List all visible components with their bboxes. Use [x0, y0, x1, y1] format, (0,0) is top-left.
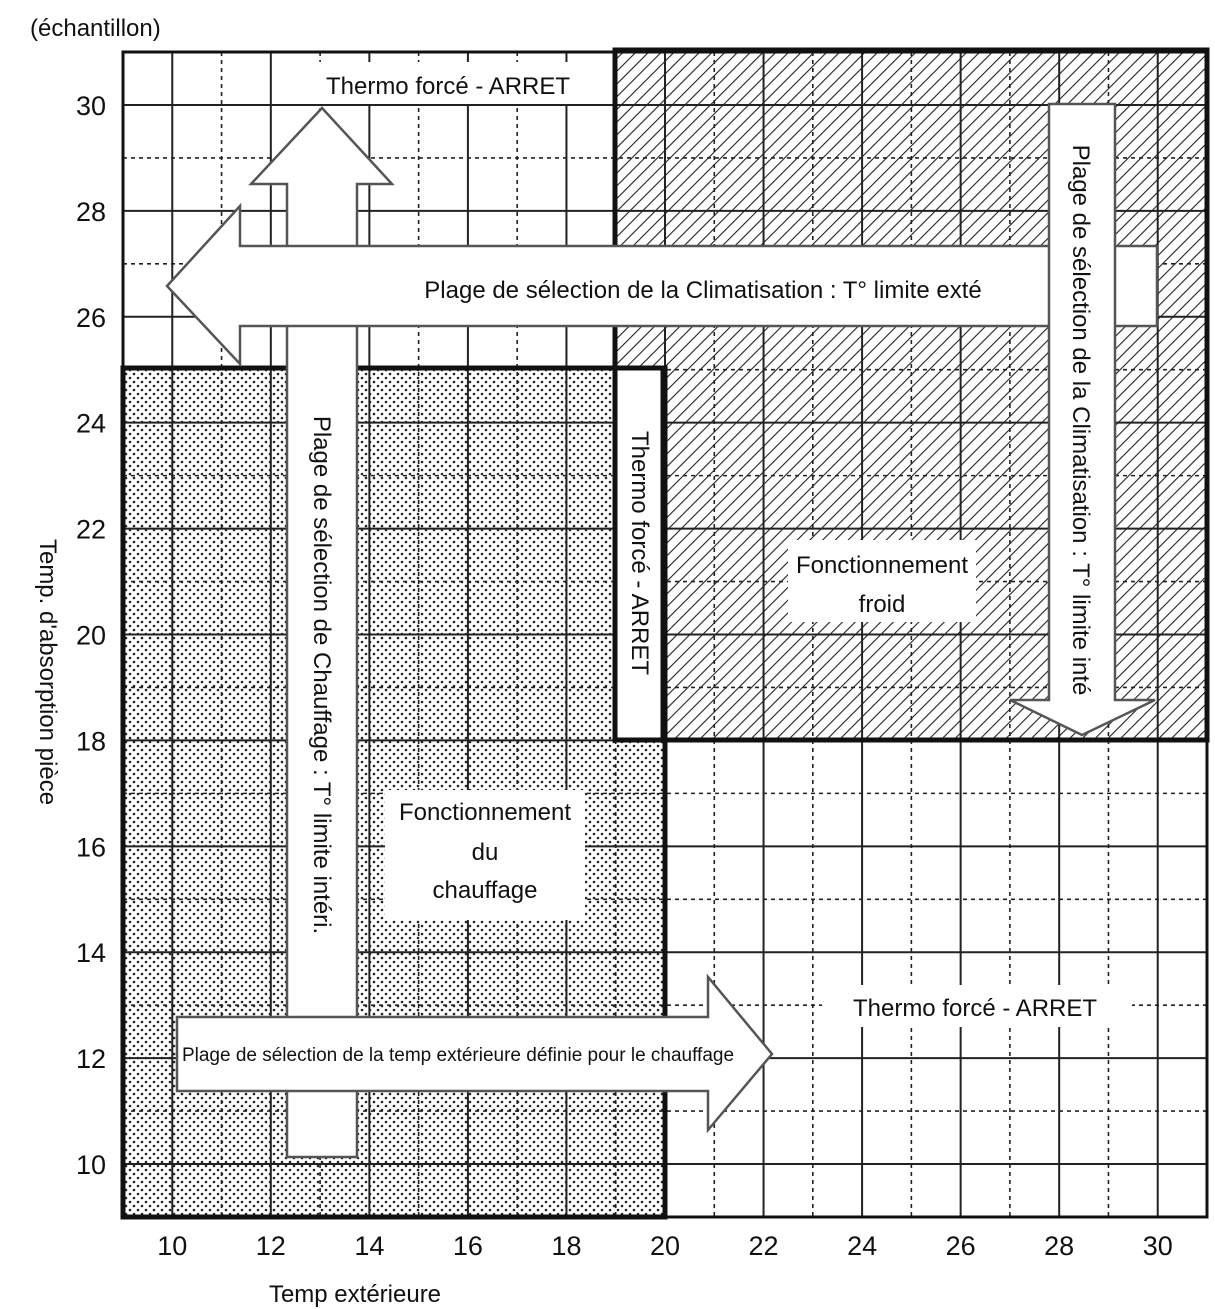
thermo-middle-label: Thermo forcé - ARRET — [626, 431, 653, 675]
heating-label-bg — [385, 790, 585, 920]
x-axis-title: Temp extérieure — [269, 1281, 441, 1308]
y-tick-label: 18 — [76, 726, 106, 756]
x-tick-label: 24 — [847, 1231, 877, 1261]
x-tick-label: 10 — [157, 1231, 187, 1261]
y-unit-label: (échantillon) — [30, 15, 161, 42]
y-tick-label: 10 — [76, 1150, 106, 1180]
x-tick-labels: 10 12 14 16 18 20 22 24 26 28 30 — [157, 1231, 1173, 1261]
y-tick-label: 26 — [76, 303, 106, 333]
x-tick-label: 16 — [453, 1231, 483, 1261]
x-tick-label: 14 — [354, 1231, 384, 1261]
cooling-label-bg — [788, 540, 976, 622]
cooling-label-line2: froid — [859, 591, 906, 618]
heating-zone-border — [120, 365, 668, 1220]
x-tick-label: 12 — [256, 1231, 286, 1261]
cooling-label-line1: Fonctionnement — [796, 552, 968, 579]
heating-label-line1: Fonctionnement — [399, 799, 571, 826]
y-axis-title: Temp. d'absorption pièce — [34, 539, 61, 805]
cooling-indoor-arrow-label: Plage de sélection de la Climatisation :… — [1067, 145, 1094, 696]
cooling-outdoor-arrow-label: Plage de sélection de la Climatisation :… — [424, 277, 981, 304]
heating-outdoor-arrow — [175, 973, 774, 1134]
heating-label-line2: du — [472, 839, 499, 866]
x-tick-label: 28 — [1044, 1231, 1074, 1261]
y-tick-label: 24 — [76, 409, 106, 439]
x-tick-label: 20 — [650, 1231, 680, 1261]
y-tick-label: 22 — [76, 515, 106, 545]
y-tick-label: 16 — [76, 832, 106, 862]
y-tick-label: 14 — [76, 938, 106, 968]
y-tick-label: 30 — [76, 91, 106, 121]
x-tick-label: 22 — [749, 1231, 779, 1261]
y-tick-label: 20 — [76, 621, 106, 651]
cooling-indoor-arrow — [1009, 102, 1156, 737]
x-tick-label: 18 — [551, 1231, 581, 1261]
thermo-bottom-label: Thermo forcé - ARRET — [853, 995, 1097, 1022]
x-tick-label: 26 — [946, 1231, 976, 1261]
cooling-outdoor-arrow — [165, 202, 1159, 368]
thermo-middle-box — [612, 365, 666, 743]
y-tick-label: 28 — [76, 197, 106, 227]
thermo-top-label: Thermo forcé - ARRET — [326, 73, 570, 100]
y-tick-labels: 10 12 14 16 18 20 22 24 26 28 30 — [76, 91, 106, 1180]
heating-indoor-arrow — [248, 106, 395, 1159]
thermo-bottom-bg — [822, 985, 1132, 1027]
heating-outdoor-arrow-label: Plage de sélection de la temp extérieure… — [182, 1045, 734, 1066]
heating-label-line3: chauffage — [433, 877, 538, 904]
x-tick-label: 30 — [1143, 1231, 1173, 1261]
thermo-top-bg — [295, 62, 600, 104]
heating-indoor-arrow-label: Plage de sélection de Chauffage : T° lim… — [308, 416, 335, 934]
y-tick-label: 12 — [76, 1044, 106, 1074]
